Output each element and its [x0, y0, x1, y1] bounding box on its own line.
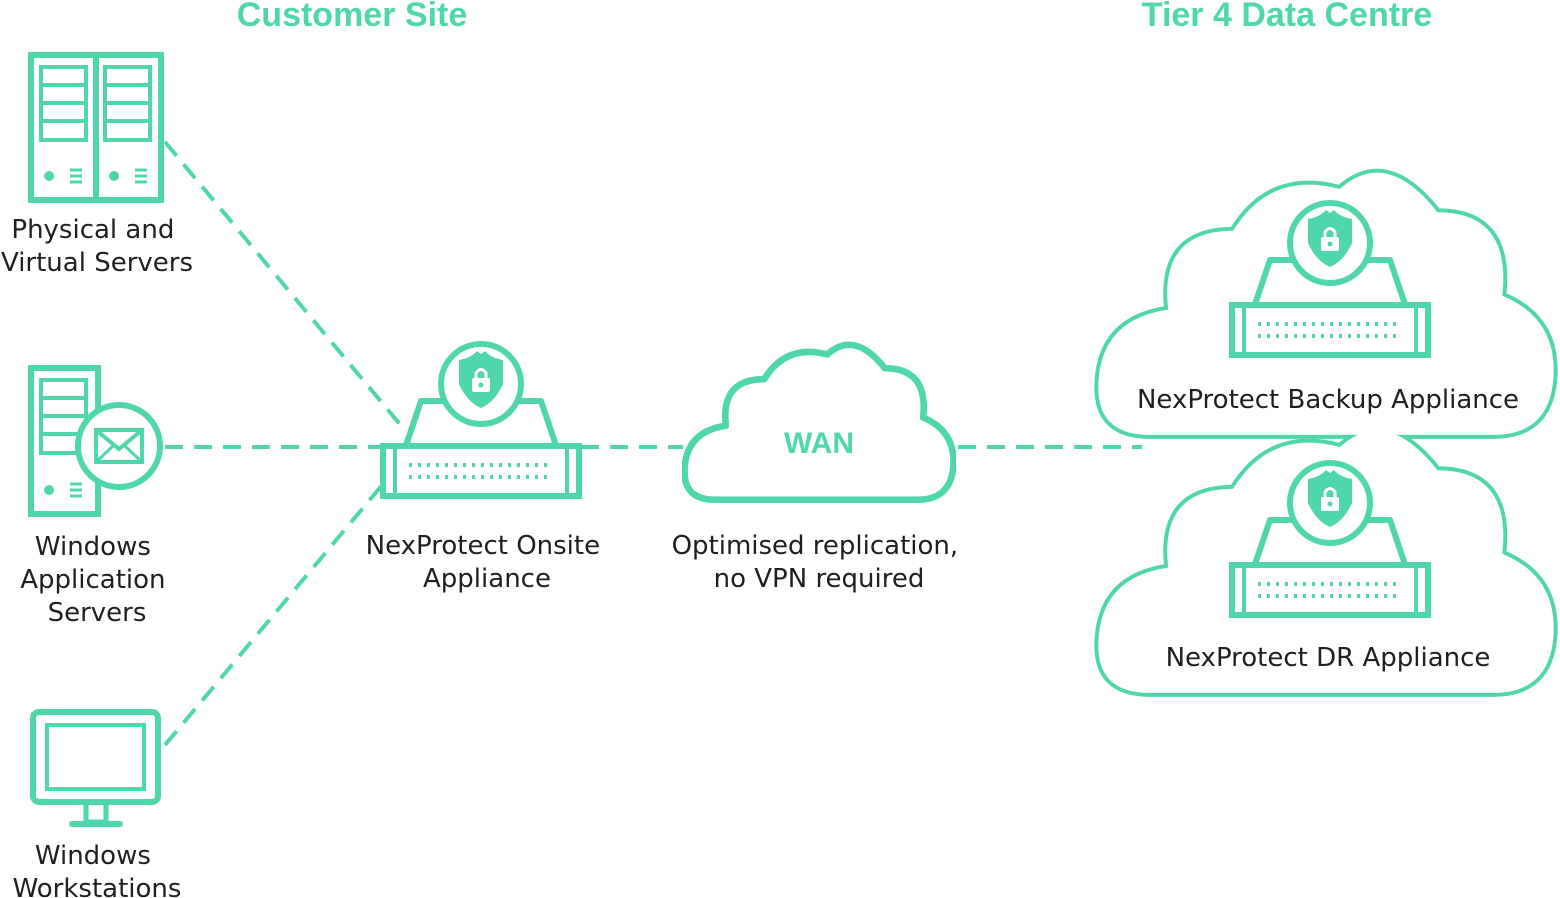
dr-appliance-label: NexProtect DR Appliance [1166, 643, 1491, 673]
customer-site-header: Customer Site [237, 0, 468, 34]
wan-label: WAN [784, 427, 854, 460]
secure-appliance-icon [383, 344, 579, 496]
backup-appliance-label: NexProtect Backup Appliance [1137, 385, 1519, 415]
physical-servers-label: Physical and Virtual Servers [1, 215, 193, 278]
application-servers-label: Windows Application Servers [20, 532, 174, 628]
workstations-label: Windows Workstations [13, 841, 182, 898]
wan-replication-label: Optimised replication, no VPN required [672, 531, 967, 594]
server-rack-icon [28, 52, 164, 203]
monitor-icon [30, 709, 161, 827]
data-centre-header: Tier 4 Data Centre [1142, 0, 1432, 34]
connector-servers-onsite [163, 140, 405, 430]
mail-server-icon [28, 365, 163, 517]
onsite-appliance-label: NexProtect Onsite Appliance [366, 531, 609, 594]
wan-cloud-icon [685, 345, 954, 500]
connector-workstation-onsite [163, 482, 385, 747]
